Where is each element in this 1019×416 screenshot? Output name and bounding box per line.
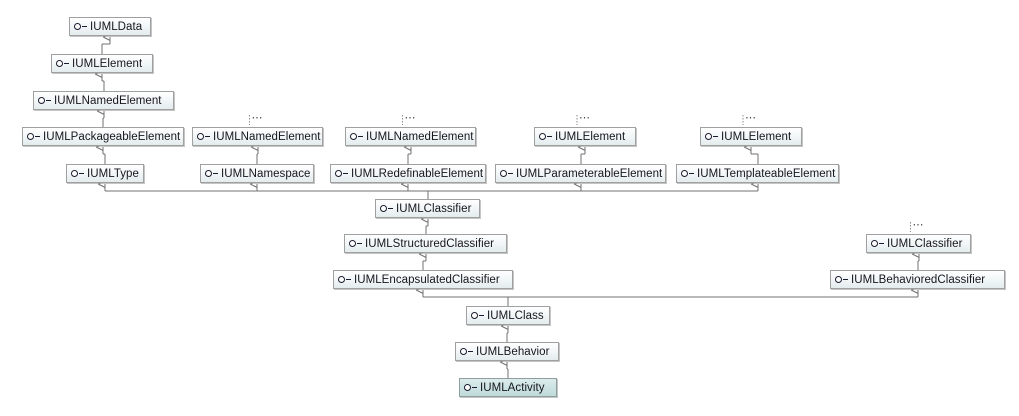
- uml-node-label: IUMLEncapsulatedClassifier: [354, 273, 500, 286]
- interface-icon: [197, 132, 210, 141]
- interface-icon: [460, 347, 473, 356]
- interface-icon: [205, 169, 218, 178]
- uml-node-iumlparameterableelement[interactable]: IUMLParameterableElement: [495, 164, 666, 183]
- interface-icon: [74, 22, 87, 31]
- interface-icon: [539, 132, 552, 141]
- interface-icon: [338, 275, 351, 284]
- uml-node-iumldata[interactable]: IUMLData: [69, 17, 151, 36]
- uml-node-iumlbehavior[interactable]: IUMLBehavior: [455, 342, 559, 361]
- uml-node-label: IUMLBehavior: [476, 345, 550, 358]
- interface-icon: [471, 311, 484, 320]
- uml-node-label: IUMLNamedElement: [213, 130, 321, 143]
- uml-node-label: IUMLClass: [487, 309, 544, 322]
- interface-icon: [71, 169, 84, 178]
- uml-node-iumlnamedelement[interactable]: IUMLNamedElement: [345, 127, 476, 146]
- uml-node-label: IUMLPackageableElement: [43, 130, 181, 143]
- uml-node-iumlencapsulatedclassifier[interactable]: IUMLEncapsulatedClassifier: [333, 270, 513, 289]
- uml-node-iumlelement[interactable]: IUMLElement: [534, 127, 636, 146]
- uml-node-iumlclass[interactable]: IUMLClass: [466, 306, 550, 325]
- interface-icon: [349, 239, 362, 248]
- uml-node-label: IUMLNamespace: [221, 167, 311, 180]
- interface-icon: [56, 59, 69, 68]
- interface-icon: [27, 132, 40, 141]
- uml-node-iumlactivity[interactable]: IUMLActivity: [459, 378, 557, 397]
- ellipsis-marker: ⋯: [579, 112, 591, 124]
- ellipsis-marker: ⋯: [912, 219, 925, 231]
- ellipsis-marker: ⋯: [745, 112, 757, 124]
- uml-node-label: IUMLBehavioredClassifier: [851, 273, 986, 286]
- uml-node-iumlnamespace[interactable]: IUMLNamespace: [200, 164, 314, 183]
- interface-icon: [681, 169, 694, 178]
- uml-node-label: IUMLTemplateableElement: [697, 167, 836, 180]
- uml-node-iumlpackageableelement[interactable]: IUMLPackageableElement: [22, 127, 184, 146]
- uml-node-iumlclassifier[interactable]: IUMLClassifier: [866, 234, 971, 253]
- uml-node-label: IUMLClassifier: [396, 202, 472, 215]
- uml-node-iumlnamedelement[interactable]: IUMLNamedElement: [33, 91, 174, 110]
- uml-node-label: IUMLNamedElement: [366, 130, 474, 143]
- interface-icon: [335, 169, 348, 178]
- interface-icon: [500, 169, 513, 178]
- uml-node-iumltype[interactable]: IUMLType: [66, 164, 144, 183]
- uml-node-label: IUMLElement: [721, 130, 792, 143]
- uml-node-iumlnamedelement[interactable]: IUMLNamedElement: [192, 127, 323, 146]
- uml-node-label: IUMLType: [87, 167, 139, 180]
- uml-node-iumlbehavioredclassifier[interactable]: IUMLBehavioredClassifier: [830, 270, 1005, 289]
- uml-node-iumlstructuredclassifier[interactable]: IUMLStructuredClassifier: [344, 234, 507, 253]
- uml-node-label: IUMLElement: [72, 57, 143, 70]
- interface-icon: [464, 383, 477, 392]
- uml-node-iumlelement[interactable]: IUMLElement: [51, 54, 153, 73]
- uml-node-iumlelement[interactable]: IUMLElement: [700, 127, 802, 146]
- interface-icon: [871, 239, 884, 248]
- interface-icon: [380, 204, 393, 213]
- interface-icon: [38, 96, 51, 105]
- ellipsis-marker: ⋯: [404, 112, 417, 124]
- interface-icon: [705, 132, 718, 141]
- uml-node-iumlclassifier[interactable]: IUMLClassifier: [375, 199, 480, 218]
- uml-node-label: IUMLElement: [555, 130, 626, 143]
- uml-node-label: IUMLRedefinableElement: [351, 167, 484, 180]
- uml-node-label: IUMLClassifier: [887, 237, 963, 250]
- uml-node-iumlredefinableelement[interactable]: IUMLRedefinableElement: [330, 164, 486, 183]
- uml-node-label: IUMLStructuredClassifier: [365, 237, 495, 250]
- interface-icon: [350, 132, 363, 141]
- generalization-edges: [94, 33, 920, 378]
- uml-node-label: IUMLActivity: [480, 381, 545, 394]
- uml-node-label: IUMLNamedElement: [54, 94, 162, 107]
- uml-node-label: IUMLData: [90, 20, 143, 33]
- ellipsis-marker: ⋯: [251, 112, 264, 124]
- interface-icon: [835, 275, 848, 284]
- uml-node-label: IUMLParameterableElement: [516, 167, 663, 180]
- uml-node-iumltemplateableelement[interactable]: IUMLTemplateableElement: [676, 164, 839, 183]
